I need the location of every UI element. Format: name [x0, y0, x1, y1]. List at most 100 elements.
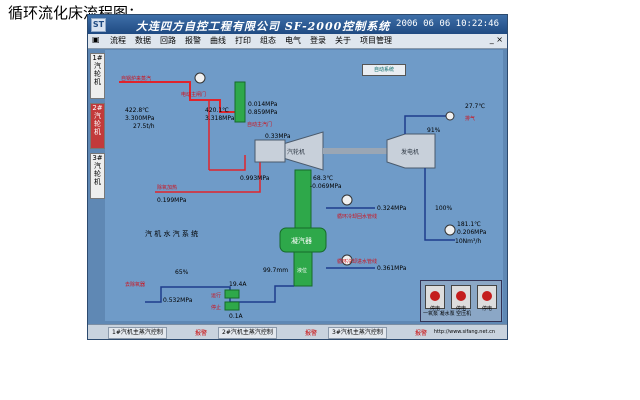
- value-current-194: 19.4A: [229, 281, 247, 288]
- value-pressure-0532: 0.532MPa: [163, 297, 193, 304]
- window-title: 大连四方自控工程有限公司 SF-2000控制系统: [136, 20, 391, 33]
- label-elec-main-gate: 电动主闸门: [181, 91, 206, 98]
- value-left-pressure: 3.300MPa: [125, 115, 155, 122]
- gauge-icon-air[interactable]: [444, 224, 456, 236]
- auto-system-button[interactable]: 自动系统: [362, 64, 406, 76]
- auto-gate-column: [234, 81, 246, 123]
- value-gate-pressure-1: 0.014MPa: [248, 101, 278, 108]
- value-right-temp: 27.7℃: [465, 103, 485, 110]
- main-steam-pipe: [119, 81, 245, 113]
- status-button-turbine-2[interactable]: 2#汽机主蒸汽控制: [218, 327, 277, 339]
- menu-item-config[interactable]: 组态: [260, 36, 276, 45]
- value-left-temp: 422.8℃: [125, 107, 149, 114]
- sidebar-tab-turbine-2[interactable]: 2#汽轮机: [90, 103, 105, 149]
- pump-control-panel: 停电 停电 停电 一氧泵 凝水泵 空压机: [420, 280, 502, 322]
- menu-item-login[interactable]: 登录: [310, 36, 326, 45]
- status-alarm-3: 报警: [415, 330, 428, 337]
- label-to-deaerator: 去除氧器: [125, 281, 145, 288]
- gauge-icon-cw-return[interactable]: [341, 194, 353, 206]
- value-current-01: 0.1A: [229, 313, 244, 320]
- value-turbine-pressure: 0.33MPa: [265, 133, 291, 140]
- window-controls[interactable]: _ ×: [489, 35, 503, 44]
- alarm-light-icon: [456, 291, 466, 301]
- process-diagram-svg: 自锅炉来蒸汽 电动主闸门 422.8℃ 3.300MPa 27.5t/h 420…: [119, 72, 487, 320]
- menu-item-alarm[interactable]: 报警: [185, 36, 201, 45]
- label-cw-out: 循环冷却进水管线: [337, 258, 377, 265]
- generator-cooling-line: [404, 115, 450, 134]
- label-cw-in: 循环冷却回水管线: [337, 213, 377, 220]
- scada-window: ST 大连四方自控工程有限公司 SF-2000控制系统 2006 06 06 1…: [87, 14, 508, 340]
- menu-item-about[interactable]: 关于: [335, 36, 351, 45]
- value-pressure-0199: 0.199MPa: [157, 197, 187, 204]
- turbine-casing: [254, 139, 286, 163]
- value-temp-1811: 181.1℃: [457, 221, 481, 228]
- menu-item-electric[interactable]: 电气: [285, 36, 301, 45]
- label-stop: 停止: [211, 304, 221, 311]
- stop-button-feed-pump[interactable]: 停电: [425, 285, 445, 312]
- value-mid-temp: 420.1℃: [205, 107, 229, 114]
- label-turbine: 汽轮机: [287, 148, 305, 156]
- menu-item-project[interactable]: 项目管理: [360, 36, 392, 45]
- system-title: 汽 机 水 汽 系 统: [145, 229, 198, 238]
- label-auto-main-gate: 自动主汽门: [247, 121, 272, 128]
- menu-icon[interactable]: ▣: [92, 35, 100, 44]
- status-alarm-2: 报警: [305, 330, 318, 337]
- label-generator: 发电机: [401, 148, 419, 156]
- menu-item-flow[interactable]: 流程: [110, 36, 126, 45]
- pump-2: [224, 301, 240, 311]
- condenser-hotwell: [293, 251, 313, 287]
- menu-item-print[interactable]: 打印: [235, 36, 251, 45]
- stop-button-air-compressor[interactable]: 停电: [477, 285, 497, 312]
- right-return-line: [424, 168, 455, 241]
- exhaust-duct: [294, 169, 312, 231]
- alarm-light-icon: [482, 291, 492, 301]
- value-pressure-0206: 0.206MPa: [457, 229, 487, 236]
- value-left-flow: 27.5t/h: [133, 123, 155, 130]
- menu-item-curve[interactable]: 曲线: [210, 36, 226, 45]
- pump-panel-caption: 一氧泵 凝水泵 空压机: [423, 311, 472, 317]
- label-condenser: 凝汽器: [291, 236, 312, 245]
- menu-item-data[interactable]: 数据: [135, 36, 151, 45]
- label-steam-main: 自锅炉来蒸汽: [121, 75, 151, 82]
- sidebar-tab-turbine-1[interactable]: 1#汽轮机: [90, 53, 105, 99]
- stop-button-label: 停电: [455, 306, 466, 312]
- value-temp-683: 68.3℃: [313, 175, 333, 182]
- app-icon[interactable]: ST: [91, 18, 106, 32]
- status-button-turbine-1[interactable]: 1#汽机主蒸汽控制: [108, 327, 167, 339]
- label-level: 液位: [297, 267, 307, 274]
- stop-button-condensate-pump[interactable]: 停电: [451, 285, 471, 312]
- alarm-light-icon: [430, 291, 440, 301]
- label-deaerator-heat: 除氧加热: [157, 184, 177, 191]
- label-run: 运行: [211, 292, 221, 299]
- value-percent-65: 65%: [175, 269, 189, 276]
- status-url: http://www.sifang.net.cn: [433, 329, 495, 335]
- label-to-air: 排气: [465, 115, 475, 122]
- value-percent-100: 100%: [435, 205, 452, 212]
- steam-to-deaerator-pipe: [209, 155, 246, 171]
- stop-button-label: 停电: [429, 306, 440, 312]
- process-diagram: 自锅炉来蒸汽 电动主闸门 422.8℃ 3.300MPa 27.5t/h 420…: [105, 50, 503, 322]
- sidebar: 1#汽轮机 2#汽轮机 3#汽轮机: [90, 51, 105, 321]
- gauge-icon-main-steam[interactable]: [194, 72, 206, 84]
- status-button-turbine-3[interactable]: 3#汽机主蒸汽控制: [328, 327, 387, 339]
- value-mid-pressure: 3.318MPa: [205, 115, 235, 122]
- gauge-icon-temp[interactable]: [445, 111, 455, 121]
- value-flow-10: 10Nm³/h: [455, 238, 481, 245]
- value-vacuum: -0.069MPa: [310, 183, 342, 190]
- value-level-mm: 99.7mm: [263, 267, 288, 274]
- gauge-icon-cw-supply[interactable]: [341, 254, 353, 266]
- datetime-display: 2006 06 06 10:22:46: [396, 19, 499, 29]
- title-bar: ST 大连四方自控工程有限公司 SF-2000控制系统 2006 06 06 1…: [88, 15, 507, 34]
- sidebar-tab-turbine-3[interactable]: 3#汽轮机: [90, 153, 105, 199]
- value-pressure-0993: 0.993MPa: [240, 175, 270, 182]
- value-cw-out-pressure: 0.361MPa: [377, 265, 407, 272]
- menu-item-loop[interactable]: 回路: [160, 36, 176, 45]
- menu-bar: ▣ 流程 数据 回路 报警 曲线 打印 组态 电气 登录 关于 项目管理 _ ×: [88, 34, 507, 49]
- value-cw-in-pressure: 0.324MPa: [377, 205, 407, 212]
- status-bar: 1#汽机主蒸汽控制 报警 2#汽机主蒸汽控制 报警 3#汽机主蒸汽控制 报警 h…: [88, 324, 507, 339]
- status-alarm-1: 报警: [195, 330, 208, 337]
- stop-button-label: 停电: [481, 306, 492, 312]
- value-percent-91: 91%: [427, 127, 441, 134]
- deaerator-heat-pipe: [155, 162, 261, 193]
- pump-1: [224, 289, 240, 299]
